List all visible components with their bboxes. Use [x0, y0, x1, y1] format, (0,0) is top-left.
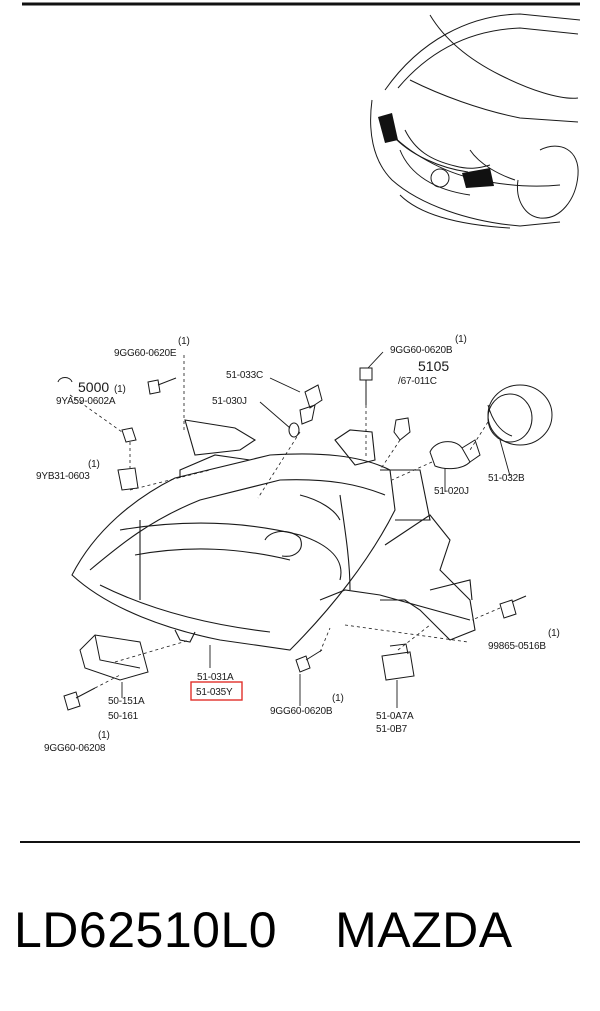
label-99865-qty: (1) [548, 628, 560, 639]
part-labels: (1) 9GG60-0620E (1) 9GG60-0620B 5000 (1)… [36, 334, 560, 754]
label-9gg60-06208-qty: (1) [98, 730, 110, 741]
label-51-030j: 51-030J [212, 396, 247, 407]
label-51-031a: 51-031A [197, 672, 234, 683]
label-51-035y: 51-035Y [196, 687, 233, 698]
label-9yb31: 9YB31-0603 [36, 471, 90, 482]
brand-name: MAZDA [335, 902, 513, 958]
label-1-top-right: (1) [455, 334, 467, 345]
label-99865: 99865-0516B [488, 641, 546, 652]
headlight-right-marker [462, 168, 494, 188]
car-front-illustration [370, 13, 581, 229]
label-9gg60-0620e: 9GG60-0620E [114, 348, 177, 359]
highlight-box [190, 681, 243, 701]
label-9gg60-mid-qty: (1) [332, 693, 344, 704]
label-5105: 5105 [418, 358, 449, 374]
label-51-033c: 51-033C [226, 370, 263, 381]
fog-lamp [430, 168, 450, 188]
label-1-top-left: (1) [178, 336, 190, 347]
headlight-left-marker [378, 113, 398, 143]
headlamp-assembly [71, 419, 476, 651]
leader-lines-dashed [69, 355, 501, 689]
label-67-011c: /67-011C [398, 376, 437, 387]
small-parts [57, 367, 553, 711]
label-9gg60-0620b-top: 9GG60-0620B [390, 345, 453, 356]
label-51-032b: 51-032B [488, 473, 525, 484]
leader-lines-solid [121, 351, 511, 708]
label-9ya59: 9YA59-0602A [56, 396, 116, 407]
label-50-161: 50-161 [108, 711, 139, 722]
label-50-151a: 50-151A [108, 696, 145, 707]
label-5000-qty: (1) [114, 384, 126, 395]
label-9yb31-qty: (1) [88, 459, 100, 470]
part-number: LD62510L0 [14, 902, 278, 958]
label-5000: 5000 [78, 379, 109, 395]
label-9gg60-06208: 9GG60-06208 [44, 743, 106, 754]
footer: LD62510L0 MAZDA [14, 895, 594, 965]
label-51-0a7a: 51-0A7A [376, 711, 414, 722]
label-51-020j: 51-020J [434, 486, 469, 497]
label-9gg60-0620b-mid: 9GG60-0620B [270, 706, 333, 717]
label-51-0b7: 51-0B7 [376, 724, 408, 735]
